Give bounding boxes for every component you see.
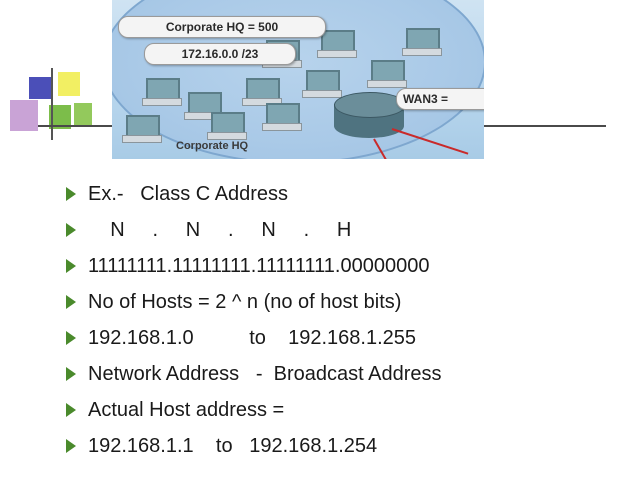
bullet-arrow-icon [66,439,76,453]
pc-icon [207,112,247,140]
bullet-arrow-icon [66,187,76,201]
decorative-square-blue [29,77,51,99]
bullet-text: Ex.- Class C Address [88,183,289,205]
pc-icon [302,70,342,98]
bullet-arrow-icon [66,331,76,345]
bullet-text: Actual Host address = [88,399,285,421]
pc-icon [184,92,224,120]
decorative-vertical-line [51,68,53,140]
pc-icon [317,30,357,58]
bullet-text: 11111111.11111111.11111111.00000000 [88,255,430,277]
wan-label: WAN3 = [396,88,484,110]
hq-label: Corporate HQ = 500 [118,16,326,38]
router-icon [334,92,406,138]
decorative-square-green-2 [74,103,92,125]
pc-icon [242,78,282,106]
bullet-text: N . N . N . H [88,219,352,241]
decorative-square-yellow [58,72,80,96]
corporate-hq-caption: Corporate HQ [176,140,249,152]
pc-icon [142,78,182,106]
pc-icon [262,103,302,131]
pc-icon [402,28,442,56]
bullet-arrow-icon [66,259,76,273]
decorative-square-pink [10,100,38,131]
bullet-text: Network Address - Broadcast Address [88,363,442,385]
decorative-square-green [49,105,71,129]
bullet-arrow-icon [66,367,76,381]
pc-icon [367,60,407,88]
bullet-text: 192.168.1.0 to 192.168.1.255 [88,327,417,349]
bullet-text: 192.168.1.1 to 192.168.1.254 [88,435,378,457]
pc-icon [122,115,162,143]
bullet-arrow-icon [66,295,76,309]
bullet-arrow-icon [66,403,76,417]
bullet-text: No of Hosts = 2 ^ n (no of host bits) [88,291,402,313]
network-address-label: 172.16.0.0 /23 [144,43,296,65]
network-diagram-image: Corporate HQ = 500 172.16.0.0 /23 WAN3 =… [112,0,484,159]
bullet-arrow-icon [66,223,76,237]
